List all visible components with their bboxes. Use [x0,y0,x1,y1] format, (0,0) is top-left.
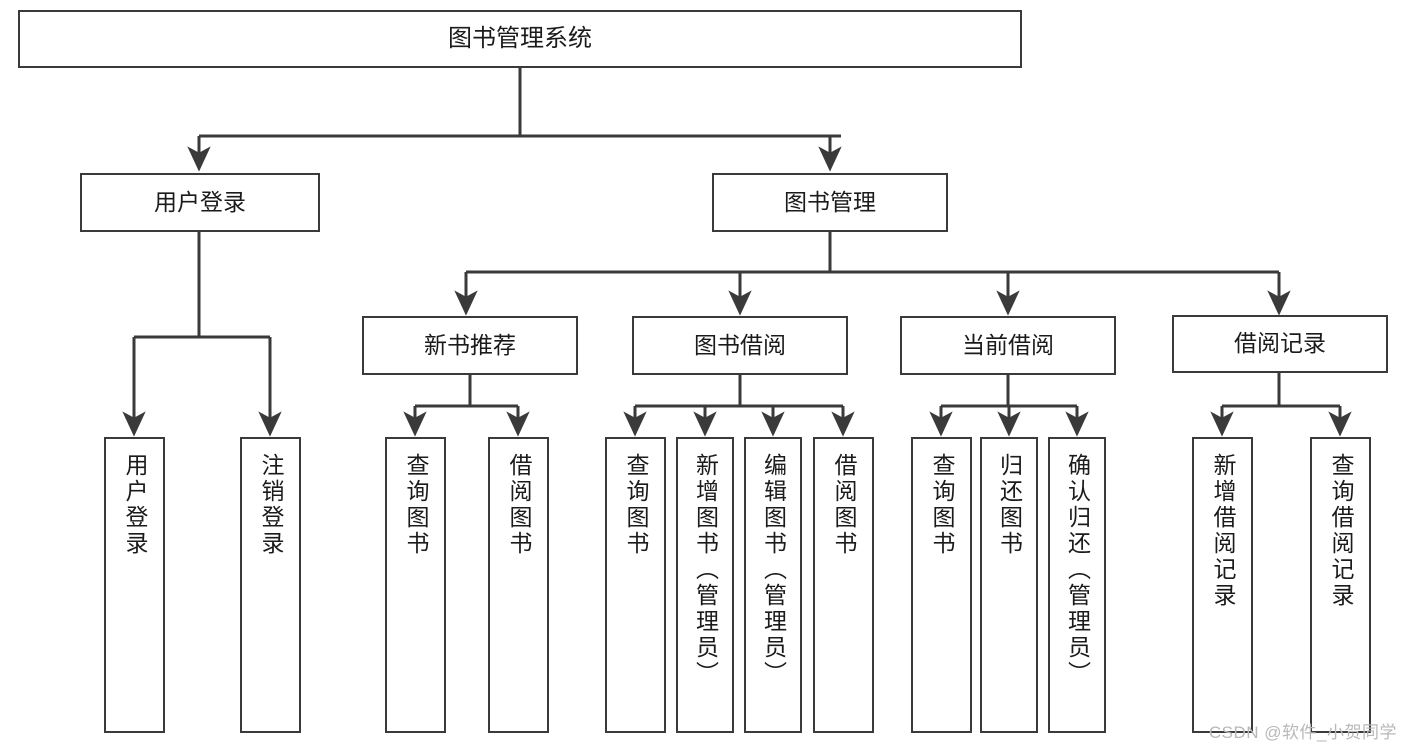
leaf-query-book-current-label: 查询图书 [929,453,955,557]
leaf-borrow-book-new-book-label: 借阅图书 [506,453,532,557]
node-user-login[interactable]: 用户登录 [80,173,320,232]
leaf-edit-book-admin[interactable]: 编辑图书（管理员） [744,437,802,733]
leaf-return-book-label: 归还图书 [996,453,1023,557]
leaf-add-book-admin-label: 新增图书（管理员） [692,453,719,687]
leaf-confirm-return-admin-label: 确认归还（管理员） [1064,453,1091,687]
leaf-query-borrow-record[interactable]: 查询借阅记录 [1310,437,1371,733]
leaf-borrow-book-borrow-label: 借阅图书 [831,453,857,557]
node-new-book-recommend-label: 新书推荐 [424,331,516,358]
leaf-query-book-current[interactable]: 查询图书 [911,437,972,733]
node-root-system-label: 图书管理系统 [448,24,592,52]
node-current-borrow-label: 当前借阅 [962,331,1054,358]
leaf-add-borrow-record-label: 新增借阅记录 [1210,453,1236,609]
leaf-query-book-new-book[interactable]: 查询图书 [385,437,446,733]
leaf-return-book[interactable]: 归还图书 [980,437,1038,733]
node-book-management[interactable]: 图书管理 [712,173,948,232]
csdn-watermark: CSDN @软件_小贺同学 [1208,723,1397,742]
node-borrow-record[interactable]: 借阅记录 [1172,315,1388,373]
node-current-borrow[interactable]: 当前借阅 [900,316,1116,375]
node-book-borrow-label: 图书借阅 [694,331,786,358]
leaf-query-book-new-book-label: 查询图书 [403,453,429,557]
leaf-user-login-label: 用户登录 [122,453,148,557]
leaf-add-borrow-record[interactable]: 新增借阅记录 [1192,437,1253,733]
node-book-borrow[interactable]: 图书借阅 [632,316,848,375]
node-book-management-label: 图书管理 [784,188,876,215]
node-root-system[interactable]: 图书管理系统 [18,10,1022,68]
leaf-add-book-admin[interactable]: 新增图书（管理员） [676,437,734,733]
leaf-logout[interactable]: 注销登录 [240,437,301,733]
leaf-user-login[interactable]: 用户登录 [104,437,165,733]
node-user-login-label: 用户登录 [154,188,246,215]
leaf-edit-book-admin-label: 编辑图书（管理员） [760,453,787,687]
leaf-borrow-book-new-book[interactable]: 借阅图书 [488,437,549,733]
leaf-query-borrow-record-label: 查询借阅记录 [1328,453,1354,609]
leaf-logout-label: 注销登录 [258,453,284,557]
node-borrow-record-label: 借阅记录 [1234,330,1326,357]
leaf-borrow-book-borrow[interactable]: 借阅图书 [813,437,874,733]
leaf-query-book-borrow-label: 查询图书 [623,453,649,557]
leaf-query-book-borrow[interactable]: 查询图书 [605,437,666,733]
leaf-confirm-return-admin[interactable]: 确认归还（管理员） [1048,437,1106,733]
node-new-book-recommend[interactable]: 新书推荐 [362,316,578,375]
